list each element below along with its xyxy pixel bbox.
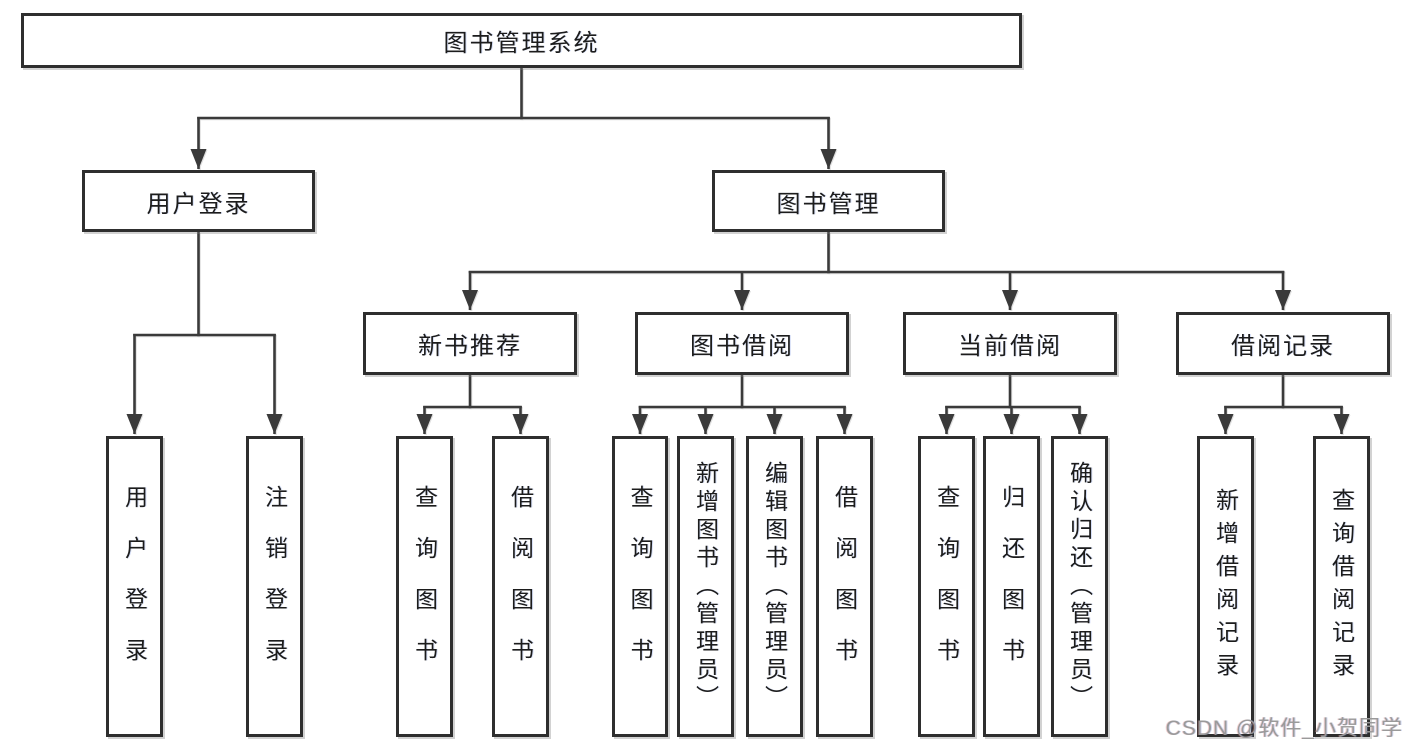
node-label: 编辑图书（管理员）	[761, 460, 788, 713]
leaf-confirm-return-admin: 确认归还（管理员）	[1051, 436, 1108, 737]
node-label: 用户登录	[121, 484, 148, 689]
leaf-query-borrow-record: 查询借阅记录	[1313, 436, 1370, 737]
leaf-borrow-books-recommend: 借阅图书	[492, 436, 549, 737]
node-label: 图书管理系统	[443, 30, 600, 57]
node-label: 用户登录	[146, 190, 251, 218]
node-label: 新书推荐	[418, 333, 522, 360]
node-user-login: 用户登录	[82, 170, 315, 232]
node-label: 查询图书	[411, 484, 438, 689]
node-label: 借阅图书	[507, 484, 534, 689]
node-label: 归还图书	[998, 484, 1025, 689]
node-label: 查询图书	[933, 484, 960, 689]
node-current-borrowing: 当前借阅	[903, 312, 1117, 375]
node-label: 图书管理	[776, 190, 881, 218]
leaf-add-book-admin: 新增图书（管理员）	[677, 436, 734, 737]
node-new-book-recommendation: 新书推荐	[363, 312, 577, 375]
node-book-management: 图书管理	[712, 170, 945, 232]
node-label: 确认归还（管理员）	[1066, 460, 1093, 713]
node-label: 当前借阅	[958, 333, 1062, 360]
leaf-user-login: 用户登录	[106, 436, 163, 737]
node-label: 借阅记录	[1231, 333, 1335, 360]
node-label: 注销登录	[261, 484, 288, 689]
node-book-borrowing: 图书借阅	[635, 312, 849, 375]
leaf-logout: 注销登录	[246, 436, 303, 737]
node-label: 图书借阅	[690, 333, 794, 360]
leaf-return-books: 归还图书	[983, 436, 1040, 737]
node-label: 查询借阅记录	[1328, 487, 1355, 686]
leaf-add-borrow-record: 新增借阅记录	[1197, 436, 1254, 737]
leaf-query-books-borrowing: 查询图书	[612, 436, 668, 737]
node-label: 新增图书（管理员）	[692, 460, 719, 713]
node-label: 借阅图书	[831, 484, 858, 689]
node-library-management-system: 图书管理系统	[21, 13, 1022, 68]
leaf-query-books-recommend: 查询图书	[396, 436, 453, 737]
node-borrowing-records: 借阅记录	[1176, 312, 1390, 375]
csdn-watermark: CSDN @软件_小贺同学	[1165, 717, 1403, 740]
node-label: 查询图书	[627, 484, 653, 689]
leaf-borrow-books: 借阅图书	[816, 436, 873, 737]
leaf-query-books-current: 查询图书	[918, 436, 975, 737]
leaf-edit-book-admin: 编辑图书（管理员）	[746, 436, 803, 737]
node-label: 新增借阅记录	[1212, 487, 1239, 686]
